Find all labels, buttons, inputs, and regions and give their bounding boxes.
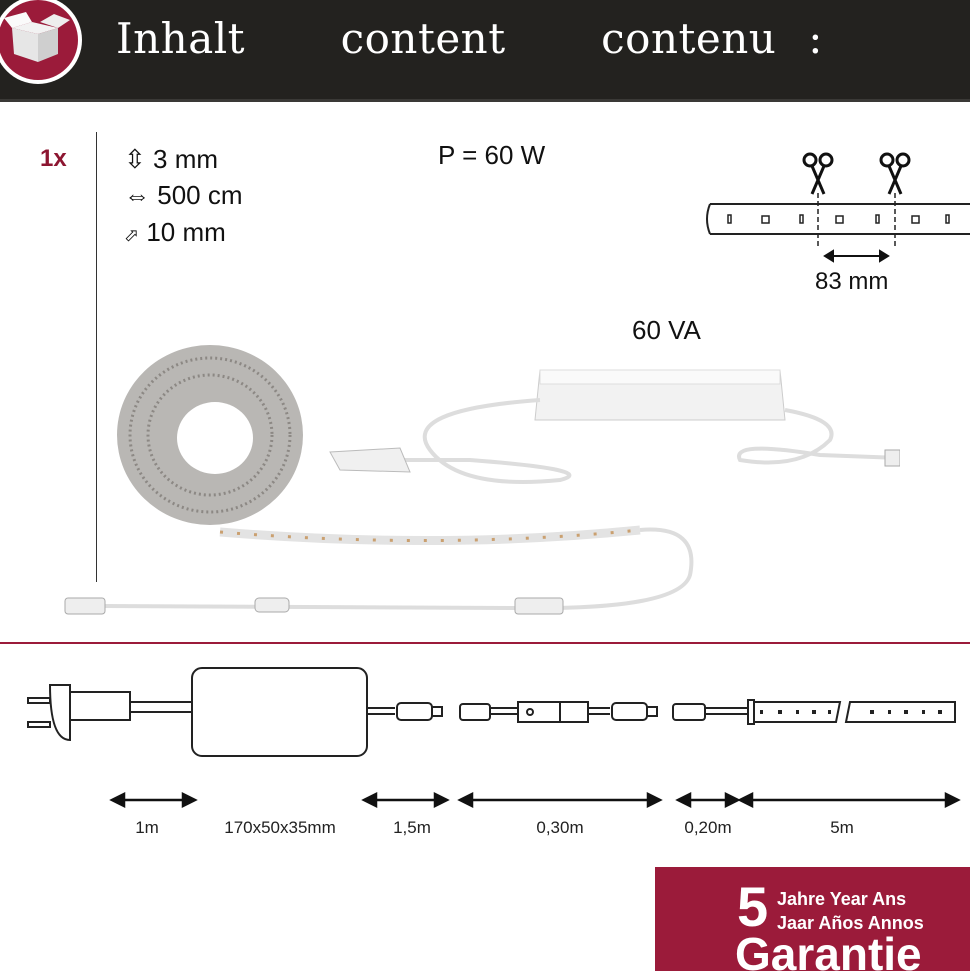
guarantee-label: Garantie [735, 928, 922, 980]
page-title: Inhalt content contenu : [116, 14, 823, 63]
dimension-arrow [361, 791, 450, 809]
spec-height-value: 3 mm [153, 144, 219, 174]
spec-height: ⇳ 3 mm [124, 144, 218, 175]
section-divider [0, 642, 970, 644]
connector [64, 597, 106, 615]
dimension-arrow [675, 791, 741, 809]
cable [99, 527, 694, 611]
led-strip-coil [117, 345, 303, 525]
height-arrow-icon: ⇳ [124, 144, 146, 174]
dimension-arrow [737, 791, 961, 809]
spec-width: ⬀ 10 mm [124, 217, 226, 248]
dimension-label: 0,20m [684, 818, 732, 837]
guarantee-years: 5 [737, 875, 769, 938]
dimension-label: 5m [830, 818, 854, 837]
guarantee-badge: 5 Jahre Year Ans Jaar Años Annos Garanti… [655, 867, 970, 977]
quantity-label: 1x [40, 145, 67, 172]
divider-vertical [96, 132, 97, 582]
connector [514, 597, 564, 615]
cutting-diagram [706, 152, 970, 263]
dimension-label: 1,5m [393, 818, 431, 837]
spec-length: ⇔ 500 cm [124, 180, 243, 211]
guarantee-line1: Jahre Year Ans [777, 889, 907, 909]
dimension-arrow [457, 791, 663, 809]
length-arrow-icon: ⇔ [124, 180, 150, 210]
euro-plug [329, 447, 411, 473]
header-bar: Inhalt content contenu : [0, 0, 970, 102]
spec-width-value: 10 mm [146, 217, 226, 247]
dimension-label: 170x50x35mm [224, 818, 336, 837]
dimension-label: 1m [135, 818, 159, 837]
power-driver [534, 369, 786, 421]
scissors-icon [802, 152, 834, 195]
open-box-icon [0, 0, 82, 84]
guarantee-line2: Jaar Años Annos [777, 913, 924, 933]
wiring-schematic [27, 667, 961, 809]
dimension-label: 0,30m [536, 818, 584, 837]
driver-rating: 60 VA [632, 315, 701, 345]
cut-interval: 83 mm [815, 268, 889, 295]
led-strip [219, 525, 641, 546]
width-arrow-icon: ⬀ [124, 225, 140, 245]
product-photo [64, 345, 900, 615]
spec-length-value: 500 cm [157, 180, 243, 210]
scissors-icon [879, 152, 911, 195]
inline-switch [254, 597, 290, 613]
dimension-arrow [109, 791, 198, 809]
power-rating: P = 60 W [438, 140, 546, 170]
